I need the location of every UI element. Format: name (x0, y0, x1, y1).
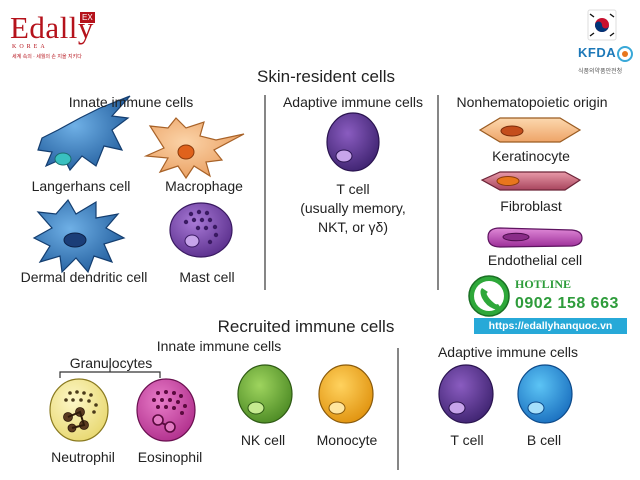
website-link[interactable]: https://edallyhanquoc.vn (474, 318, 627, 334)
brand-sub: KOREA (12, 44, 48, 50)
monocyte-label: Monocyte (316, 432, 378, 448)
neutrophil-label: Neutrophil (51, 449, 115, 465)
hotline-phone-number[interactable]: 0902 158 663 (515, 295, 619, 312)
mast-cell-shape (169, 202, 233, 258)
hotline-label: HOTLINE (515, 277, 572, 291)
eosinophil-shape (136, 378, 196, 442)
recruited-section-title: Recruited immune cells (217, 317, 395, 336)
macrophage-shape (143, 117, 245, 180)
b-cell-label: B cell (526, 432, 562, 448)
resident-t-cell-label-line2: (usually memory, (300, 200, 406, 216)
eosinophil-label: Eosinophil (137, 449, 203, 465)
langerhans-cell-shape (37, 95, 131, 172)
dermal-dendritic-cell-shape (32, 198, 126, 274)
nonhematopoietic-heading: Nonhematopoietic origin (456, 94, 608, 110)
kfda-emblem-icon (617, 46, 633, 62)
granulocytes-label: Granulocytes (69, 355, 153, 371)
recruited-innate-heading: Innate immune cells (156, 338, 282, 354)
resident-section-title: Skin-resident cells (257, 67, 395, 86)
macrophage-label: Macrophage (165, 178, 243, 194)
recruited-t-cell-shape (438, 364, 494, 424)
keratinocyte-label: Keratinocyte (492, 148, 570, 164)
brand-tagline: 세계 속의 · 세월의 손 지을 지키다 (12, 54, 82, 60)
granulocytes-bracket (59, 366, 161, 378)
endothelial-cell-shape (487, 227, 583, 248)
neutrophil-shape (49, 378, 109, 442)
langerhans-cell-label: Langerhans cell (31, 178, 131, 194)
kfda-logo: KFDA (578, 45, 617, 60)
brand-logo-wordmark: Edally (10, 10, 94, 45)
brand-badge: EX (80, 12, 95, 23)
keratinocyte-shape (478, 117, 582, 143)
recruited-t-cell-label: T cell (450, 432, 484, 448)
resident-t-cell-label-line1: T cell (336, 181, 370, 197)
mast-cell-label: Mast cell (179, 269, 235, 285)
fibroblast-label: Fibroblast (500, 198, 562, 214)
korea-flag-icon (587, 9, 617, 41)
resident-innate-heading: Innate immune cells (68, 94, 194, 110)
kfda-subtitle: 식품의약품안전청 (578, 69, 623, 75)
fibroblast-shape (480, 171, 582, 191)
dermal-dendritic-cell-label: Dermal dendritic cell (20, 269, 148, 285)
resident-t-cell-label-line3: NKT, or γδ) (317, 219, 389, 235)
recruited-adaptive-heading: Adaptive immune cells (437, 344, 579, 360)
b-cell-shape (517, 364, 573, 424)
endothelial-cell-label: Endothelial cell (487, 252, 583, 268)
monocyte-shape (318, 364, 374, 424)
hotline-phone-icon (468, 275, 510, 317)
nk-cell-label: NK cell (240, 432, 286, 448)
resident-adaptive-heading: Adaptive immune cells (282, 94, 424, 110)
resident-t-cell-shape (326, 112, 380, 172)
nk-cell-shape (237, 364, 293, 424)
